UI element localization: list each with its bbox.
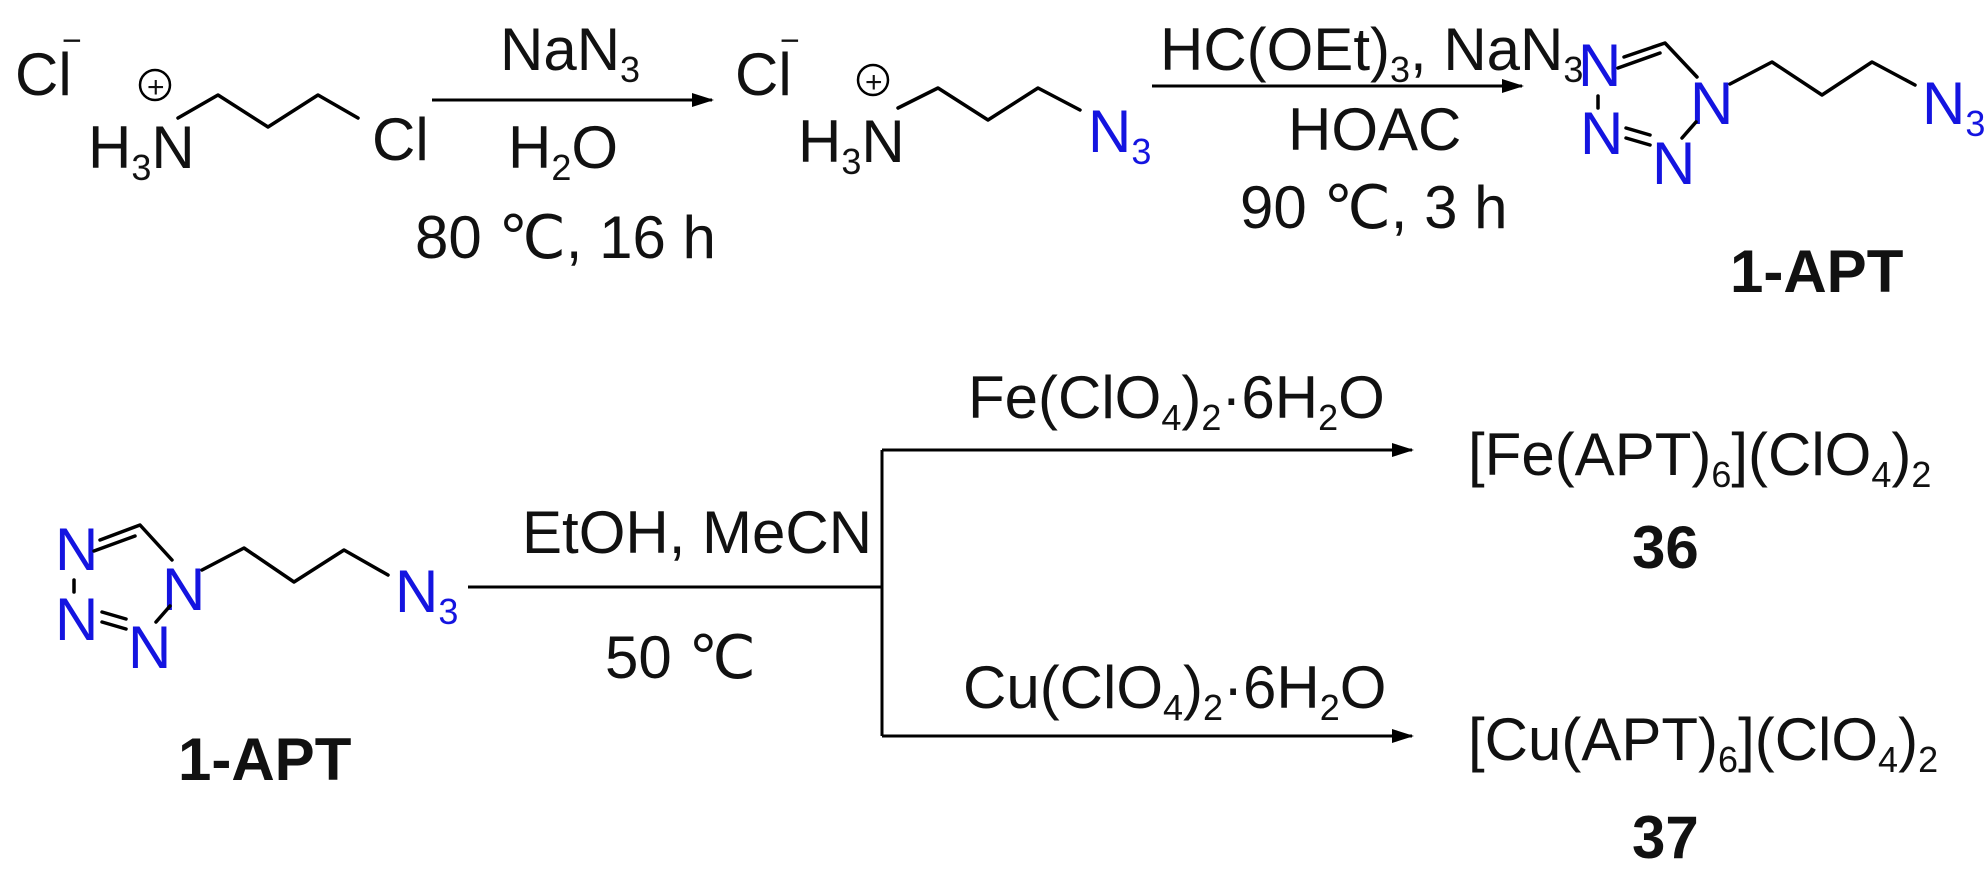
- tetrazole-n4: N: [55, 516, 98, 583]
- reagent-sodium-azide: NaN3: [500, 16, 640, 90]
- reagent-copper-perchlorate: Cu(ClO4)2·6H2O: [963, 654, 1386, 728]
- tetrazole-n2: N: [128, 614, 171, 681]
- ammonium-group: H3N: [88, 114, 195, 188]
- chloride-counterion: Cl: [735, 41, 792, 108]
- reagent-iron-perchlorate: Fe(ClO4)2·6H2O: [968, 364, 1385, 438]
- compound-number-37: 37: [1632, 804, 1699, 871]
- compound-label-1-apt: 1-APT: [1730, 238, 1903, 305]
- tetrazole-n3: N: [1580, 100, 1623, 167]
- tetrazole-n2-n3-double-bond: [1624, 126, 1652, 137]
- tetrazole-c5-bonds: [1622, 41, 1699, 79]
- product-cu-complex-formula: [Cu(APT)6](ClO4)2: [1468, 706, 1938, 780]
- tetrazole-n1-n2-bond: [1680, 120, 1698, 140]
- azide-group: N3: [1922, 70, 1984, 144]
- positive-charge-sign: +: [147, 71, 165, 104]
- propyl-chain-bond: [896, 86, 1082, 122]
- tetrazole-double-bond: [1616, 51, 1662, 70]
- tetrazole-n1: N: [1690, 70, 1733, 137]
- propyl-chain-bond: [1728, 60, 1917, 97]
- positive-charge-circle: [138, 68, 172, 102]
- conditions-step-2: 90 ℃, 3 h: [1240, 174, 1508, 241]
- solvent-water: H2O: [508, 114, 618, 188]
- tetrazole-n2-n3-bond: [100, 620, 128, 631]
- propyl-chain-bond: [200, 546, 390, 584]
- positive-charge-sign: +: [865, 66, 883, 99]
- azide-group: N3: [1088, 98, 1151, 172]
- chloride-counterion: Cl: [15, 41, 72, 108]
- compound-label-1-apt-reactant: 1-APT: [178, 726, 351, 793]
- tetrazole-n2-n3-double-bond: [100, 610, 128, 621]
- intermediate-azidopropylamine-hcl: Cl − + H3N N3: [735, 22, 1151, 182]
- reagent-orthoformate-sodium-azide: HC(OEt)3, NaN3: [1160, 16, 1583, 90]
- tetrazole-n3: N: [55, 586, 98, 653]
- propyl-chain-bond: [176, 93, 360, 129]
- reactant-1-apt-structure: N N N N N3 1-APT: [55, 516, 458, 793]
- chloro-substituent: Cl: [372, 106, 429, 173]
- compound-number-36: 36: [1632, 514, 1699, 581]
- solvent-ethanol-acetonitrile: EtOH, MeCN: [522, 499, 872, 566]
- tetrazole-n2-n3-bond: [1624, 136, 1652, 147]
- tetrazole-n4: N: [1578, 32, 1621, 99]
- ammonium-group: H3N: [798, 108, 905, 182]
- chloride-charge: −: [780, 22, 800, 60]
- positive-charge-circle: [856, 63, 890, 97]
- product-fe-complex-formula: [Fe(APT)6](ClO4)2: [1468, 421, 1931, 495]
- solvent-acetic-acid: HOAC: [1288, 96, 1461, 163]
- conditions-step-3: 50 ℃: [605, 624, 756, 691]
- azide-group: N3: [395, 558, 458, 632]
- tetrazole-double-bond: [92, 534, 137, 553]
- tetrazole-n2: N: [1652, 130, 1695, 197]
- reactant-chloropropylamine-hcl: Cl − + H3N Cl: [15, 22, 429, 188]
- tetrazole-n1: N: [162, 556, 205, 623]
- product-1-apt-structure: N N N N N3 1-APT: [1578, 32, 1984, 305]
- tetrazole-n1-n2-bond: [154, 604, 172, 624]
- tetrazole-c5-bonds: [98, 523, 174, 562]
- chloride-charge: −: [62, 22, 82, 60]
- conditions-step-1: 80 ℃, 16 h: [415, 204, 716, 271]
